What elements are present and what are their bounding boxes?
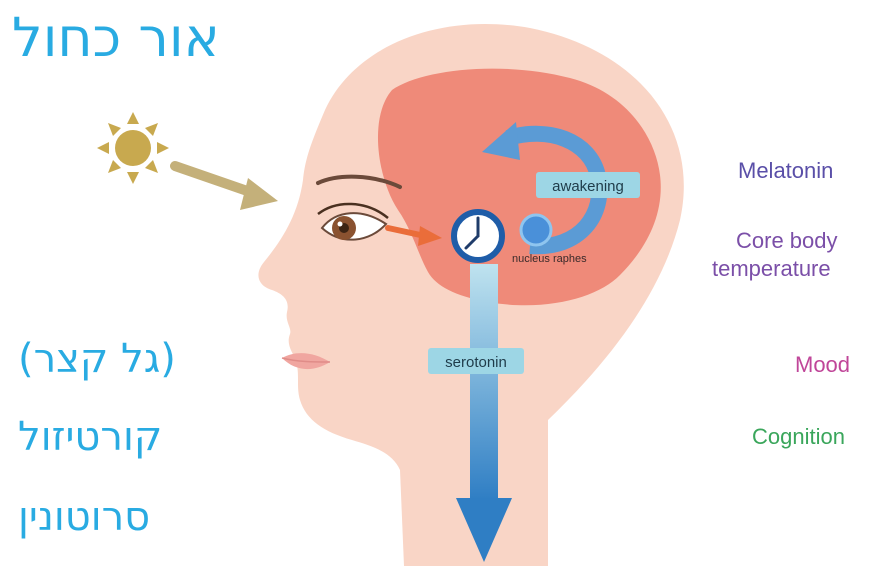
- hebrew-line-serotonin: סרוטונין: [18, 494, 150, 540]
- core-temp-label-line1: Core body: [736, 228, 838, 254]
- hebrew-title: אור כחול: [12, 6, 220, 69]
- sunlight-arrow: [175, 166, 278, 210]
- nucleus-raphes-node: [521, 215, 551, 245]
- mood-label: Mood: [795, 352, 850, 378]
- melatonin-label: Melatonin: [738, 158, 833, 184]
- cognition-label: Cognition: [752, 424, 845, 450]
- core-temp-label-line2: temperature: [712, 256, 831, 282]
- sun-icon: [97, 112, 169, 184]
- serotonin-label: serotonin: [445, 354, 507, 371]
- hebrew-line-short-wave: (גל קצר): [18, 336, 176, 382]
- nucleus-raphes-label: nucleus raphes: [512, 253, 587, 265]
- hebrew-line-cortisol: קורטיזול: [18, 414, 162, 460]
- clock-icon: [454, 212, 502, 260]
- awakening-label: awakening: [552, 178, 624, 195]
